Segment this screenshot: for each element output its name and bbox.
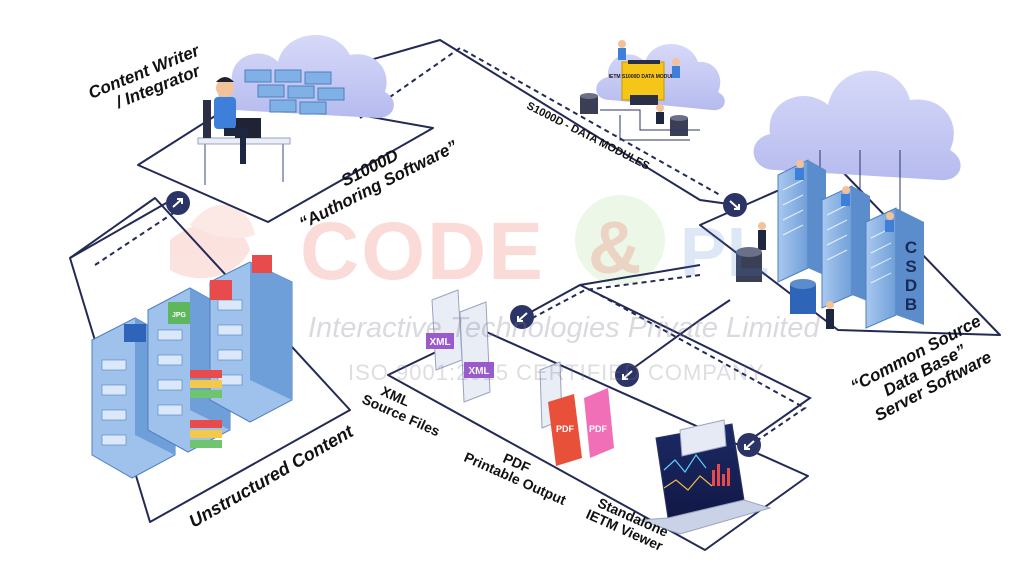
svg-text:PDF: PDF — [589, 424, 608, 434]
unstructured-server-racks-icon — [91, 261, 293, 479]
file-folders-icon — [190, 370, 222, 448]
arrow-up-right-icon — [166, 191, 190, 215]
arrow-circles — [166, 191, 761, 457]
csdb-vertical-label: CSDB — [904, 238, 918, 314]
connector-unstructured-authoring-dashed — [94, 209, 179, 266]
connectors — [69, 38, 812, 445]
file-type-icons: JPG — [124, 255, 272, 342]
laptop-popup-window — [679, 419, 727, 457]
jpg-file-icon: JPG — [168, 302, 190, 324]
csdb-cloud-icon — [753, 70, 961, 181]
data-modules-circuit-lines — [600, 109, 700, 141]
arrow-down-right-icon — [723, 193, 747, 217]
watermark-logo-petal — [190, 204, 255, 238]
csdb-people-icon — [758, 160, 894, 329]
connector-csdb-xml-dashed — [524, 274, 701, 323]
svg-text:PDF: PDF — [556, 424, 575, 434]
content-writer-person-icon — [197, 77, 291, 185]
arrow-down-left-icon — [615, 363, 639, 387]
svg-text:XML: XML — [429, 337, 450, 348]
arrow-down-left-icon — [510, 305, 534, 329]
csdb-database-icon — [736, 247, 816, 314]
svg-text:JPG: JPG — [172, 312, 187, 319]
pdf-file-icon: PDF — [539, 361, 582, 466]
connector-csdb-ietm — [579, 284, 812, 441]
laptop-icon — [639, 419, 772, 535]
word-file-icon — [124, 324, 146, 342]
arrow-down-left-icon — [737, 433, 761, 457]
data-modules-people-icon — [618, 40, 680, 124]
connector-unstructured-authoring — [69, 201, 169, 259]
connector-authoring-csdb-dashed — [359, 46, 721, 196]
connector-csdb-ietm-dashed — [599, 294, 807, 445]
watermark — [170, 195, 665, 285]
book-sign-text: IETM S1000D DATA MODULE — [609, 74, 678, 80]
authoring-cloud-icon — [218, 35, 394, 118]
pdf-file-small-icon — [210, 255, 272, 300]
xml-file-icon: XML — [459, 301, 494, 403]
platform-authoring — [137, 94, 434, 223]
connector-csdb-pdf — [627, 299, 731, 373]
xml-file-icon: XML — [426, 289, 463, 371]
pdf-file-icon: PDF — [584, 388, 614, 458]
book-icon: IETM S1000D DATA MODULE — [609, 60, 678, 105]
database-icon — [580, 93, 688, 136]
watermark-logo-circle — [575, 195, 665, 285]
svg-text:XML: XML — [468, 366, 489, 377]
